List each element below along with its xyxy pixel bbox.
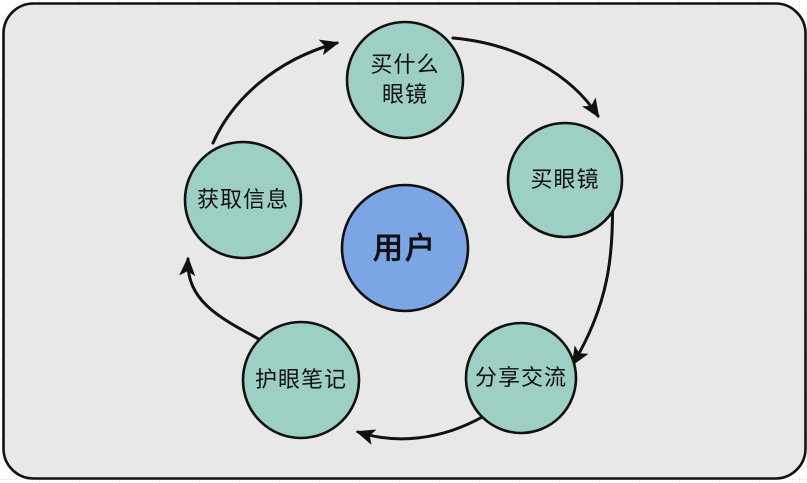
arrow-share-exchange-to-eye-care-notes	[355, 414, 486, 445]
node-buy-glasses[interactable]: 买眼镜	[506, 121, 624, 239]
node-label: 获取信息	[197, 188, 289, 213]
arrow-buy-what-glasses-to-buy-glasses	[451, 36, 600, 119]
node-label: 护眼笔记	[255, 368, 347, 393]
arrow-get-information-to-buy-what-glasses	[211, 39, 340, 145]
node-buy-what-glasses[interactable]: 买什么眼镜	[345, 20, 465, 140]
arrow-eye-care-notes-to-get-information	[179, 256, 270, 346]
node-label: 分享交流	[475, 366, 567, 391]
node-user[interactable]: 用户	[340, 183, 470, 313]
node-circle[interactable]	[345, 20, 465, 140]
node-circle[interactable]	[464, 321, 578, 435]
center-node-label: 用户	[373, 232, 437, 267]
node-eye-care-notes[interactable]: 护眼笔记	[241, 320, 361, 440]
node-label: 买什么眼镜	[370, 53, 439, 108]
node-get-information[interactable]: 获取信息	[183, 140, 303, 260]
node-label: 买眼镜	[530, 168, 599, 193]
node-share-exchange[interactable]: 分享交流	[464, 321, 578, 435]
outer-node-group: 买什么眼镜 买眼镜 分享交流 护眼笔记 获取信息	[183, 20, 624, 440]
node-circle[interactable]	[183, 140, 303, 260]
node-circle[interactable]	[506, 121, 624, 239]
node-circle[interactable]	[241, 320, 361, 440]
center-node-circle[interactable]	[340, 183, 470, 313]
